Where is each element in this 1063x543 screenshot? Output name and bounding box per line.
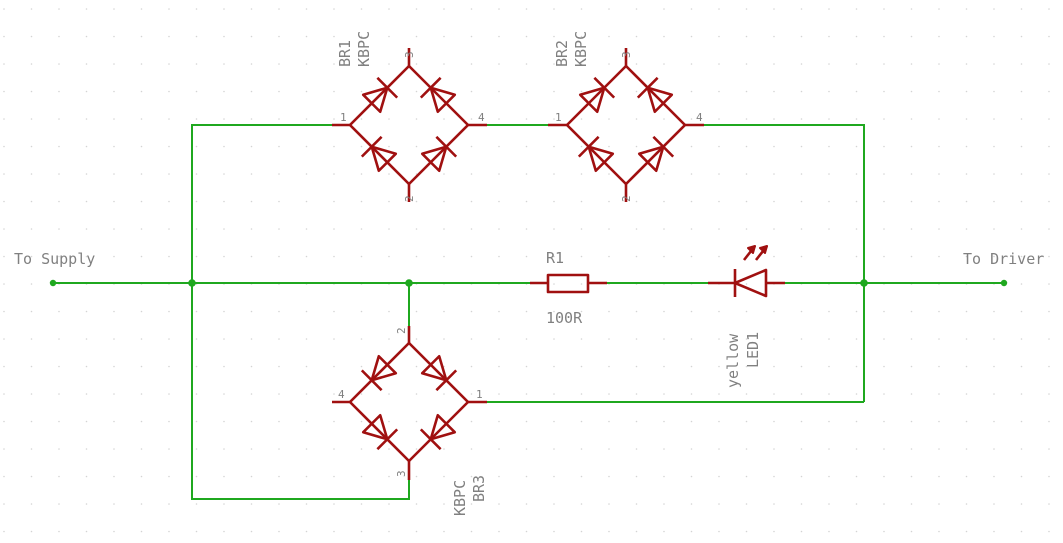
br2-pin-1: 1 [555, 111, 562, 124]
diode-triangle [578, 86, 606, 114]
br3-pin-1: 1 [476, 388, 483, 401]
diode-triangle [429, 413, 457, 441]
bridge-rectifier-br2[interactable]: 1 2 3 4 BR2 KBPC [548, 31, 704, 202]
diode-bar [593, 76, 616, 99]
br3-symbol [348, 341, 470, 463]
diode-triangle [637, 145, 665, 173]
br3-value: KBPC [451, 480, 469, 516]
br2-pin-3: 3 [620, 51, 633, 58]
diode-triangle [361, 413, 389, 441]
r1-name: R1 [546, 249, 564, 267]
diode-bar [376, 76, 399, 99]
diode-triangle [420, 354, 448, 382]
diode-bar [360, 135, 383, 158]
diode-bar [419, 428, 442, 451]
led1-value: yellow [724, 333, 742, 388]
br2-value: KBPC [572, 31, 590, 67]
br3-pin-4: 4 [338, 388, 345, 401]
diode-triangle [361, 86, 389, 114]
diode-bar [636, 76, 659, 99]
wire-supply-br3-pin3 [191, 283, 410, 500]
net-label-supply: To Supply [14, 250, 95, 268]
junction-driver [860, 279, 868, 287]
junction-supply-left [188, 279, 196, 287]
diode-bar [435, 135, 458, 158]
diode-triangle [587, 145, 615, 173]
br1-symbol [348, 64, 470, 186]
diode-bar [419, 76, 442, 99]
diode-triangle [420, 145, 448, 173]
br1-value: KBPC [355, 31, 373, 67]
br2-name: BR2 [553, 40, 571, 67]
led-led1[interactable]: yellow LED1 [708, 245, 785, 388]
junction-supply-terminal [49, 279, 57, 287]
br1-pin-2: 2 [403, 195, 416, 202]
wires [53, 124, 1004, 500]
diode-bar [652, 135, 675, 158]
diode-triangle [429, 86, 457, 114]
br3-pin-3: 3 [395, 470, 408, 477]
wire-br2-driver [704, 124, 865, 402]
diode-bar [435, 369, 458, 392]
net-label-driver: To Driver [963, 250, 1044, 268]
br2-pin-2: 2 [620, 195, 633, 202]
bridge-rectifier-br1[interactable]: 1 2 3 4 BR1 KBPC [332, 31, 487, 202]
junction-supply-br3 [405, 279, 413, 287]
br2-pin-4: 4 [696, 111, 703, 124]
diode-bar [577, 135, 600, 158]
br3-name: BR3 [470, 475, 488, 502]
r1-value: 100R [546, 309, 583, 327]
led1-name: LED1 [744, 332, 762, 368]
diode-triangle [646, 86, 674, 114]
br3-pin-2: 2 [395, 327, 408, 334]
junctions [49, 279, 1008, 287]
diode-triangle [370, 145, 398, 173]
br1-pin-1: 1 [340, 111, 347, 124]
diode-triangle [370, 354, 398, 382]
wire-supply-br1 [191, 124, 332, 283]
br1-pin-3: 3 [403, 51, 416, 58]
bridge-rectifier-br3[interactable]: 1 2 3 4 KBPC BR3 [332, 326, 488, 516]
junction-driver-terminal [1000, 279, 1008, 287]
diode-bar [376, 428, 399, 451]
diode-bar [360, 369, 383, 392]
br1-pin-4: 4 [478, 111, 485, 124]
br1-name: BR1 [336, 40, 354, 67]
resistor-r1[interactable]: R1 100R [530, 249, 607, 327]
